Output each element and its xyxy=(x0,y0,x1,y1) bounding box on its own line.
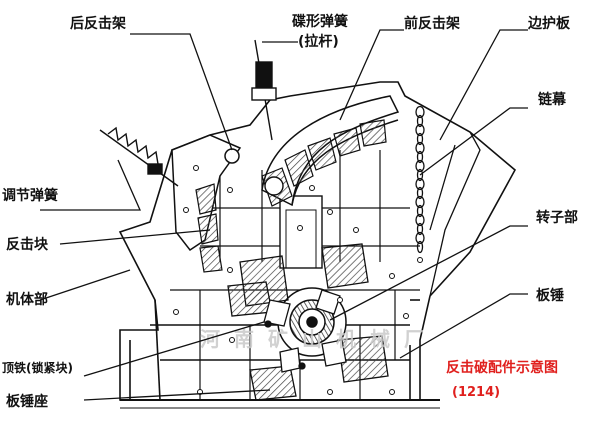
chain-link xyxy=(416,132,424,146)
bolt xyxy=(227,267,233,273)
chain-link xyxy=(415,123,425,137)
bolt xyxy=(309,185,315,191)
center-column xyxy=(279,195,323,269)
bolt xyxy=(337,297,343,303)
chain-link xyxy=(415,105,425,119)
label-chain-curtain: 链幕 xyxy=(538,91,567,108)
bolt xyxy=(389,273,395,279)
chain-link xyxy=(415,231,425,245)
label-front-impact-frame: 前反击架 xyxy=(404,15,460,32)
adjusting-spring xyxy=(99,126,179,187)
bolt xyxy=(173,309,179,315)
chain-link xyxy=(416,222,424,236)
chain-link xyxy=(416,186,424,200)
watermark: 河南矿山机械厂 xyxy=(200,327,438,351)
label-rotor: 转子部 xyxy=(536,209,578,226)
bolt xyxy=(403,313,409,319)
blow-bar-seats xyxy=(263,289,347,373)
chain-link xyxy=(416,168,424,182)
bolt xyxy=(297,225,303,231)
bolt xyxy=(417,257,423,263)
label-machine-body: 机体部 xyxy=(6,291,48,308)
chain-curtain xyxy=(415,105,425,254)
caption-title: 反击破配件示意图 xyxy=(446,359,558,376)
chain-link xyxy=(415,177,425,191)
frame-bolts xyxy=(173,165,423,395)
label-rear-impact-frame: 后反击架 xyxy=(70,15,126,32)
bolt xyxy=(183,207,189,213)
chain-link xyxy=(415,159,425,173)
chain-link xyxy=(415,213,425,227)
front-impact-blocks xyxy=(261,119,387,207)
label-adjusting-spring: 调节弹簧 xyxy=(2,187,58,204)
label-impact-block: 反击块 xyxy=(6,236,49,253)
bolt xyxy=(229,337,235,343)
chain-link xyxy=(416,150,424,164)
bolt xyxy=(353,227,359,233)
chain-link xyxy=(415,141,425,155)
chain-link xyxy=(416,114,424,128)
caption-code: (1214) xyxy=(452,385,500,400)
bolt xyxy=(327,209,333,215)
label-top-iron: 顶铁(锁紧块) xyxy=(2,360,73,375)
label-disc-spring: 碟形弹簧 xyxy=(292,13,348,30)
chain-link xyxy=(416,240,424,254)
chain-link xyxy=(416,204,424,218)
leader-lines xyxy=(39,29,528,401)
bolt xyxy=(389,389,395,395)
rear-impact-blocks xyxy=(195,183,223,273)
chain-link xyxy=(415,195,425,209)
label-pull-rod: (拉杆) xyxy=(298,33,339,50)
label-side-guard-plate: 边护板 xyxy=(527,15,571,32)
liner-plates xyxy=(170,150,420,400)
label-blow-bar-seat: 板锤座 xyxy=(6,393,48,410)
bolt xyxy=(327,389,333,395)
blow-bars xyxy=(227,243,389,401)
disc-spring-rod xyxy=(251,39,277,141)
label-blow-bar: 板锤 xyxy=(536,287,564,304)
bolt xyxy=(193,165,199,171)
bolt xyxy=(227,187,233,193)
side-guard-plate xyxy=(429,131,481,297)
